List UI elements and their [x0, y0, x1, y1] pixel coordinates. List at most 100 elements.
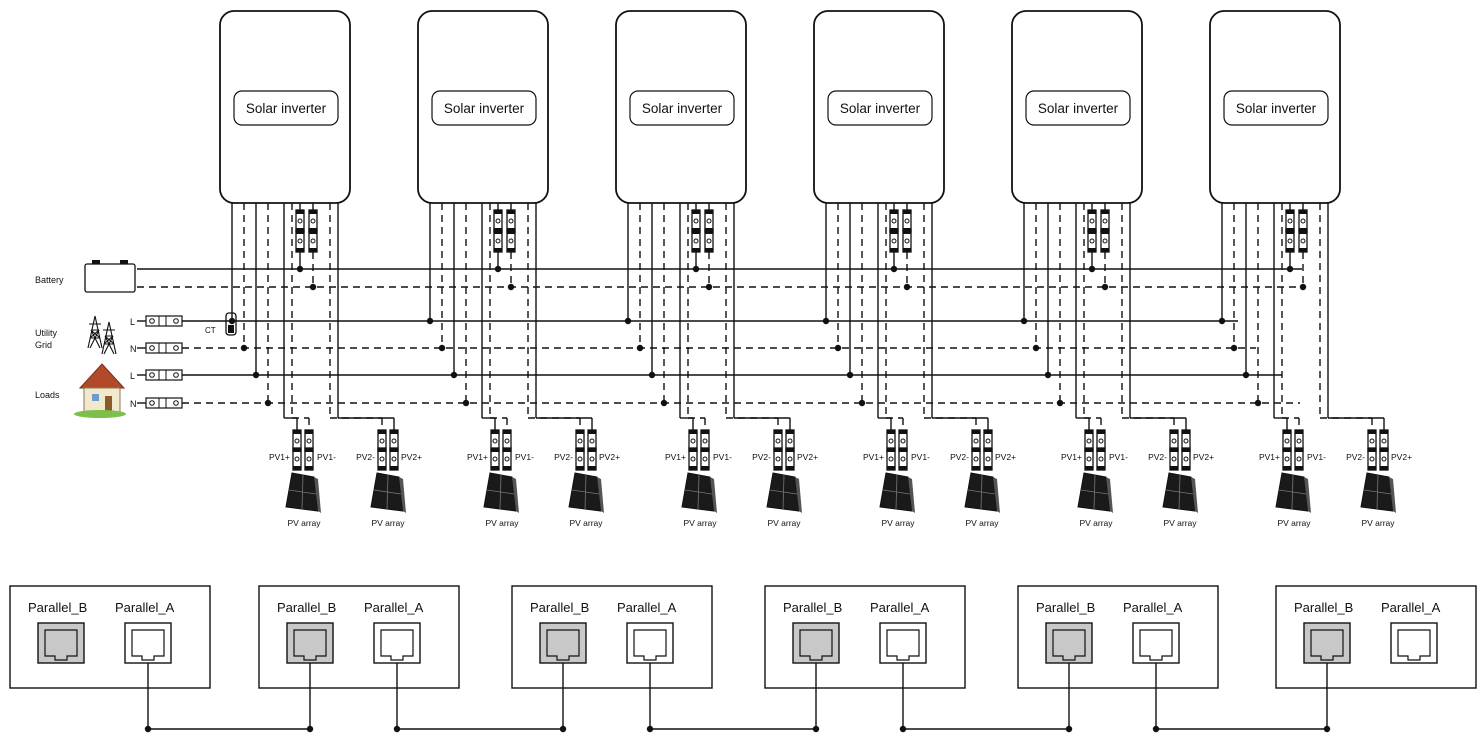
bus-group: [137, 268, 1302, 404]
pv1-plus-label: PV1+: [1259, 452, 1280, 462]
fuse-icon: [704, 209, 714, 233]
junction-dot: [705, 283, 713, 291]
inverter-label: Solar inverter: [444, 101, 525, 116]
junction-dot: [899, 725, 907, 733]
inverter-label-box: [629, 90, 735, 126]
solar-panel-icon: [879, 472, 916, 514]
parallel-b-label: Parallel_B: [1294, 600, 1353, 615]
pv-fuse-icon: [1084, 447, 1094, 471]
junction-dot: [264, 399, 272, 407]
pv-fuse-icon: [983, 447, 993, 471]
battery-label: Battery: [35, 275, 64, 285]
pv-fuse-icon: [971, 447, 981, 471]
fuse-icon: [1298, 229, 1308, 253]
ct-label: CT: [205, 326, 216, 335]
solar-panel-icon: [1360, 472, 1397, 514]
pv1-minus-label: PV1-: [1109, 452, 1128, 462]
rj45-icon: [886, 629, 920, 661]
fuse-icon: [691, 229, 701, 253]
junction-dot: [240, 344, 248, 352]
fuse-icon: [493, 229, 503, 253]
solar-panel-icon: [1162, 472, 1199, 514]
utility-grid-label: Utility: [35, 328, 57, 338]
pv2-minus-label: PV2-: [950, 452, 969, 462]
junction-dot: [306, 725, 314, 733]
pv1-minus-label: PV1-: [911, 452, 930, 462]
parallel-b-label: Parallel_B: [1036, 600, 1095, 615]
pv-fuse-icon: [490, 447, 500, 471]
fuse-icon: [308, 229, 318, 253]
pv1-minus-label: PV1-: [515, 452, 534, 462]
fuse-icon: [1285, 209, 1295, 233]
junction-dot: [890, 265, 898, 273]
fuse-icon: [1100, 229, 1110, 253]
junction-dot: [1152, 725, 1160, 733]
house-icon: [78, 363, 126, 389]
solar-panel-icon: [568, 472, 605, 514]
pv-fuse-icon: [292, 447, 302, 471]
ct-sensor-icon: [228, 325, 234, 333]
junction-dot: [1299, 283, 1307, 291]
inverter-label: Solar inverter: [1236, 101, 1317, 116]
pv-fuse-icon: [1294, 447, 1304, 471]
junction-dot: [1056, 399, 1064, 407]
rj45-icon: [44, 629, 78, 661]
pylon-icon: [101, 321, 117, 355]
pv-fuse-icon: [688, 447, 698, 471]
junction-dot: [507, 283, 515, 291]
pv-fuse-icon: [389, 447, 399, 471]
parallel-b-label: Parallel_B: [530, 600, 589, 615]
solar-panel-icon: [285, 472, 322, 514]
pv2-minus-label: PV2-: [752, 452, 771, 462]
pv-array-label: PV array: [767, 518, 801, 528]
fuse-icon: [902, 209, 912, 233]
rj45-icon: [546, 629, 580, 661]
junction-dot: [1020, 317, 1028, 325]
junction-dot: [1032, 344, 1040, 352]
terminal-block-icon: [145, 315, 183, 327]
fuse-icon: [1285, 229, 1295, 253]
pv-array-label: PV array: [965, 518, 999, 528]
parallel-a-label: Parallel_A: [364, 600, 424, 615]
house-icon: [83, 387, 121, 413]
pv1-minus-label: PV1-: [713, 452, 732, 462]
pv-fuse-icon: [1379, 447, 1389, 471]
pv-fuse-icon: [886, 447, 896, 471]
junction-dot: [438, 344, 446, 352]
junction-dot: [834, 344, 842, 352]
junction-dot: [1065, 725, 1073, 733]
pv2-minus-label: PV2-: [554, 452, 573, 462]
pv2-plus-label: PV2+: [1391, 452, 1412, 462]
pv-fuse-icon: [1282, 447, 1292, 471]
junction-dot: [822, 317, 830, 325]
fuse-icon: [295, 229, 305, 253]
fuse-icon: [1100, 209, 1110, 233]
junction-dot: [1254, 399, 1262, 407]
pv-array-label: PV array: [1079, 518, 1113, 528]
junction-dot: [144, 725, 152, 733]
pv-fuse-icon: [898, 447, 908, 471]
junction-dot: [660, 399, 668, 407]
fuse-icon: [691, 209, 701, 233]
fuse-icon: [1298, 209, 1308, 233]
junction-dot: [494, 265, 502, 273]
pv-fuse-icon: [700, 447, 710, 471]
pv1-plus-label: PV1+: [269, 452, 290, 462]
house-window-icon: [92, 394, 99, 401]
junction-dot: [296, 265, 304, 273]
junction-dot: [450, 371, 458, 379]
junction-dot: [309, 283, 317, 291]
junction-dot: [903, 283, 911, 291]
fuse-icon: [1087, 229, 1097, 253]
junction-dot: [426, 317, 434, 325]
parallel-b-label: Parallel_B: [277, 600, 336, 615]
rj45-icon: [1139, 629, 1173, 661]
parallel-box: Parallel_B Parallel_A: [258, 585, 460, 729]
inverter-label-box: [827, 90, 933, 126]
